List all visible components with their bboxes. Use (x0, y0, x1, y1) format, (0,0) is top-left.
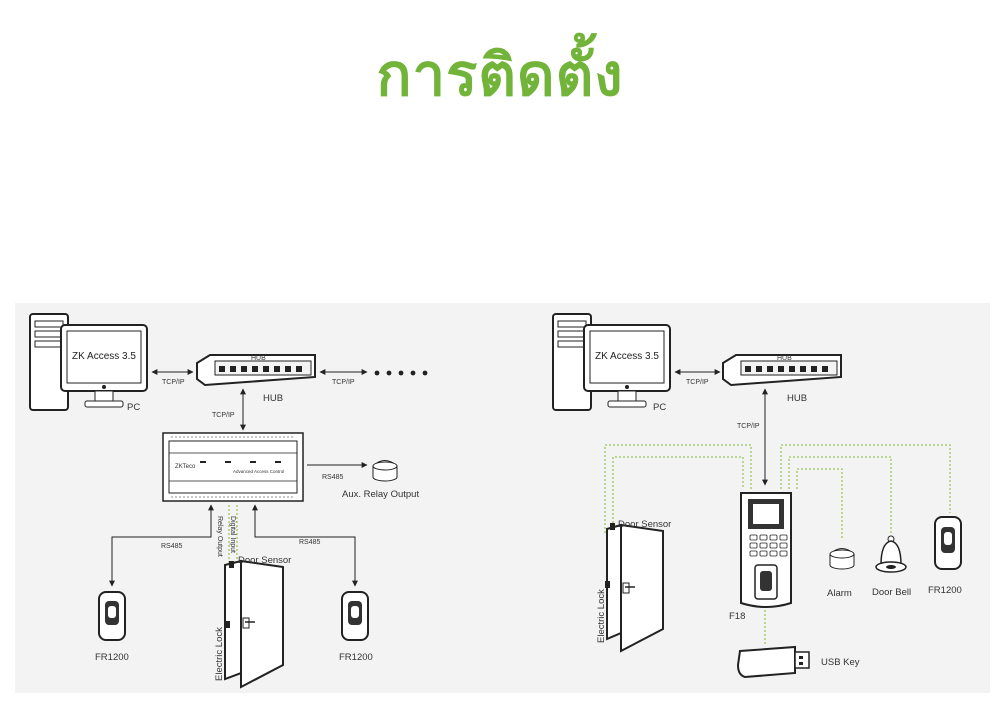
rs485-label: RS485 (161, 543, 183, 550)
usb-key-icon (736, 645, 810, 679)
tcpip-label: TCP/IP (686, 379, 709, 386)
tcpip-label: TCP/IP (162, 379, 185, 386)
door-sensor-label: Door Sensor (238, 555, 291, 566)
left-diagram: ZK Access 3.5 PC TCP/IP HUB HUB TCP/IP (29, 313, 428, 689)
fingerprint-reader (934, 516, 962, 570)
hub-label: HUB (787, 393, 807, 404)
alarm-label: Alarm (827, 588, 852, 599)
hub-badge: HUB (251, 355, 266, 362)
hub-badge: HUB (777, 355, 792, 362)
diagram-panel: ZK Access 3.5 PC TCP/IP HUB HUB TCP/IP (15, 303, 990, 693)
access-control-panel: ZKTeco Advanced Access Control (162, 432, 304, 502)
more-devices-dots (374, 370, 428, 376)
pc-label: PC (653, 402, 666, 413)
door-left (224, 559, 284, 689)
monitor-text: ZK Access 3.5 (595, 351, 659, 362)
right-diagram: ZK Access 3.5 PC TCP/IP HUB HUB TCP/IP (552, 313, 962, 679)
reader-label: FR1200 (928, 585, 962, 596)
tcpip-label: TCP/IP (332, 379, 355, 386)
rs485-label: RS485 (322, 474, 344, 481)
pc-label: PC (127, 402, 140, 413)
relay-output-label: Relay Output (216, 516, 223, 557)
reader-label: FR1200 (339, 652, 373, 663)
door-right (605, 523, 664, 653)
installation-diagrams: ZK Access 3.5 PC TCP/IP HUB HUB TCP/IP (29, 313, 962, 689)
alarm-device (829, 548, 855, 570)
svg-text:ZKTeco: ZKTeco (175, 464, 196, 470)
door-bell-label: Door Bell (872, 587, 911, 598)
panel-caption: Advanced Access Control (233, 469, 284, 474)
reader-label: FR1200 (95, 652, 129, 663)
hub-left: HUB (196, 354, 316, 387)
monitor-text: ZK Access 3.5 (72, 351, 136, 362)
hub-right: HUB (722, 354, 842, 387)
aux-relay-device (372, 460, 398, 482)
door-sensor-label: Door Sensor (618, 519, 671, 530)
door-bell-device (875, 535, 907, 573)
fingerprint-reader-left (98, 591, 126, 641)
fingerprint-reader-right (341, 591, 369, 641)
f18-label: F18 (729, 611, 745, 622)
rs485-label: RS485 (299, 539, 321, 546)
digital-input-label: Digital Input (229, 516, 236, 553)
electric-lock-label: Electric Lock (214, 627, 225, 681)
tcpip-label: TCP/IP (212, 412, 235, 419)
pc-computer-left: ZK Access 3.5 (29, 313, 148, 411)
tcpip-label: TCP/IP (737, 423, 760, 430)
f18-terminal (740, 492, 792, 608)
electric-lock-label: Electric Lock (596, 589, 607, 643)
aux-relay-label: Aux. Relay Output (342, 489, 419, 500)
page-title: การติดตั้ง (376, 41, 624, 109)
pc-computer-right: ZK Access 3.5 (552, 313, 671, 411)
hub-label: HUB (263, 393, 283, 404)
usb-key-label: USB Key (821, 657, 860, 668)
